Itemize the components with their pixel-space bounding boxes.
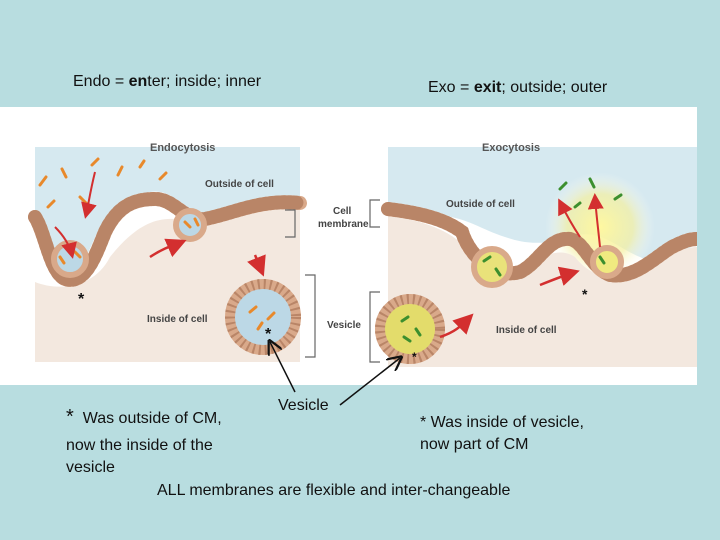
left-note-star: * [66, 406, 74, 428]
cell-membrane-label-1: Cell [333, 206, 352, 217]
exo-rest: ; outside; outer [501, 79, 608, 96]
exo-vesicle [375, 294, 445, 364]
endo-star: * [78, 291, 85, 308]
outside-of-cell-left: Outside of cell [205, 179, 274, 190]
endocytosis-panel: Endocytosis Outside of cell Inside of ce… [28, 142, 316, 362]
left-note-line-1-text: Was outside of CM, [82, 410, 222, 427]
exocytosis-panel: Exocytosis Outside of cell Inside of cel… [369, 142, 704, 367]
vesicle-bracket-left [305, 274, 316, 358]
exo-vesicle-star: * [412, 350, 417, 364]
footer-statement: ALL membranes are flexible and inter-cha… [157, 482, 511, 499]
exo-arrow-2 [539, 266, 580, 287]
vesicle-callout: Vesicle [278, 397, 329, 414]
outside-of-cell-right: Outside of cell [446, 199, 515, 210]
endo-definition: Endo = enter; inside; inner [73, 72, 261, 92]
exo-star: * [582, 286, 588, 302]
exo-prefix: Exo = [428, 79, 470, 96]
endo-arrow-2 [149, 238, 187, 259]
endo-arrow-4 [81, 171, 97, 219]
left-note-line-1: * Was outside of CM, [66, 407, 222, 429]
endo-prefix: Endo = [73, 73, 125, 90]
exo-definition: Exo = exit; outside; outer [428, 78, 607, 98]
right-note-line-1: * Was inside of vesicle, [420, 414, 584, 431]
exo-arrow-3 [587, 193, 604, 248]
diagram-panel: Endocytosis Outside of cell Inside of ce… [0, 107, 704, 385]
left-note-line-2: now the inside of the [66, 437, 213, 454]
endo-bold: en [128, 73, 148, 90]
endo-vesicle-particles [248, 305, 276, 331]
right-note-line-2: now part of CM [420, 436, 529, 453]
inside-of-cell-left: Inside of cell [147, 314, 208, 325]
inside-of-cell-right: Inside of cell [496, 325, 557, 336]
vesicle-diagram-label: Vesicle [327, 320, 361, 331]
exocytosis-title: Exocytosis [482, 142, 540, 154]
exo-particles [400, 177, 623, 343]
left-note-line-3: vesicle [66, 459, 115, 476]
endo-vesicle-star: * [265, 326, 272, 343]
cell-membrane-label-2: membrane [318, 219, 369, 230]
exo-open-pocket [590, 245, 624, 279]
endo-exocytosis-diagram: Endocytosis Outside of cell Inside of ce… [28, 142, 704, 367]
endo-outside-fluid [35, 147, 300, 278]
endo-arrow-3 [247, 254, 266, 277]
exo-bold: exit [473, 79, 502, 96]
exo-arrow-4 [558, 198, 581, 238]
exo-arrow-1 [439, 313, 474, 339]
membrane-bracket-left [285, 209, 296, 238]
endo-arrow-1 [54, 226, 77, 259]
endo-rest: ter; inside; inner [147, 73, 262, 90]
endocytosis-title: Endocytosis [150, 142, 215, 154]
membrane-bracket-right [369, 199, 380, 228]
exo-fusing-vesicle [471, 246, 513, 288]
